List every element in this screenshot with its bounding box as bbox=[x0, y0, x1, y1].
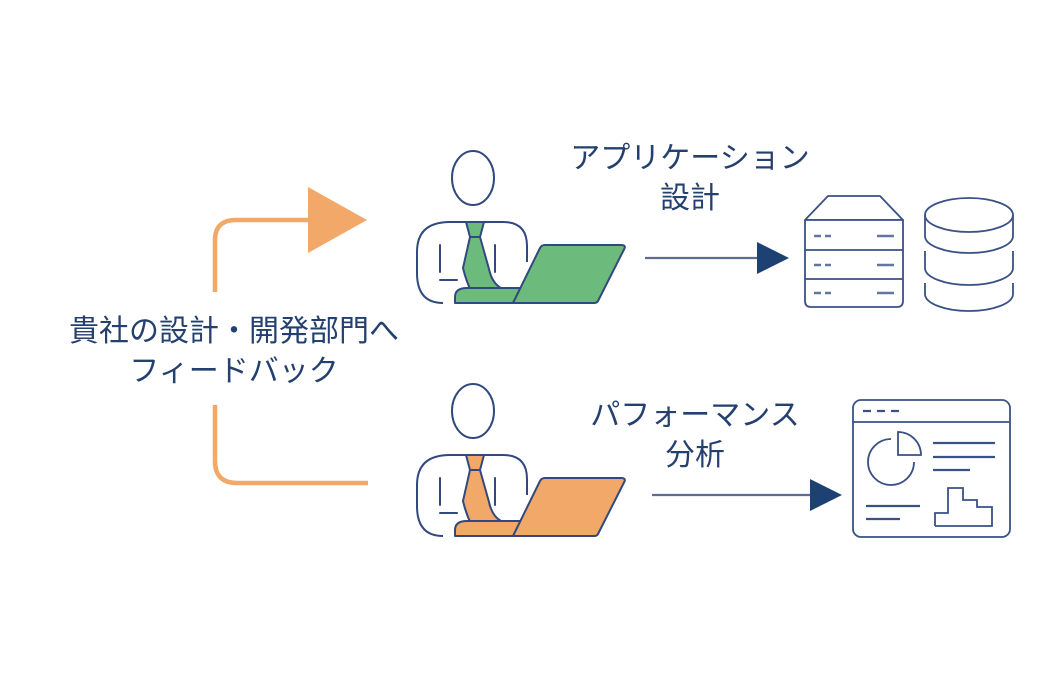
person-at-laptop-icon bbox=[416, 383, 626, 537]
feedback-label-line2: フィードバック bbox=[129, 354, 339, 389]
pie-chart-icon bbox=[867, 438, 915, 486]
pie-slice-icon bbox=[897, 431, 922, 456]
arrowhead-icon bbox=[810, 479, 842, 511]
person-at-laptop-icon bbox=[416, 150, 626, 304]
feedback-arrow-top-line bbox=[212, 217, 308, 292]
database-band bbox=[924, 215, 1014, 254]
feedback-arrowhead-icon bbox=[308, 187, 367, 253]
dashboard-text-lines bbox=[933, 441, 995, 472]
laptop-screen bbox=[512, 477, 626, 537]
database-band bbox=[924, 283, 1014, 312]
arrow-analysis-to-dashboard bbox=[652, 479, 842, 511]
feedback-arrow-bottom-line bbox=[212, 405, 368, 486]
database-top bbox=[924, 197, 1014, 233]
dashboard-text-lines bbox=[866, 504, 920, 521]
feedback-label-line1: 貴社の設計・開発部門へ bbox=[69, 314, 399, 349]
arrow-design-to-storage bbox=[645, 242, 789, 274]
database-band bbox=[924, 251, 1014, 286]
database-icon bbox=[924, 197, 1014, 312]
server-icon bbox=[804, 195, 904, 308]
laptop-screen bbox=[512, 244, 626, 304]
feedback-label: 貴社の設計・開発部門へ フィードバック bbox=[34, 312, 434, 392]
tie-knot bbox=[465, 454, 485, 471]
performance-analysis-label: パフォーマンス 分析 bbox=[555, 396, 835, 476]
application-design-label: アプリケーション 設計 bbox=[550, 139, 830, 219]
performance-analysis-label-line1: パフォーマンス bbox=[590, 398, 800, 433]
dashboard-icon bbox=[852, 399, 1011, 538]
feedback-split-arrow bbox=[212, 187, 368, 486]
arrowhead-icon bbox=[757, 242, 789, 274]
performance-analysis-label-line2: 分析 bbox=[665, 438, 725, 473]
application-design-label-line2: 設計 bbox=[660, 181, 720, 216]
server-body bbox=[804, 219, 904, 308]
person-head bbox=[451, 150, 495, 206]
tie-knot bbox=[465, 221, 485, 238]
application-design-label-line1: アプリケーション bbox=[570, 141, 810, 176]
person-head bbox=[451, 383, 495, 439]
bar-chart-icon bbox=[934, 487, 993, 527]
dashboard-window bbox=[852, 399, 1011, 538]
